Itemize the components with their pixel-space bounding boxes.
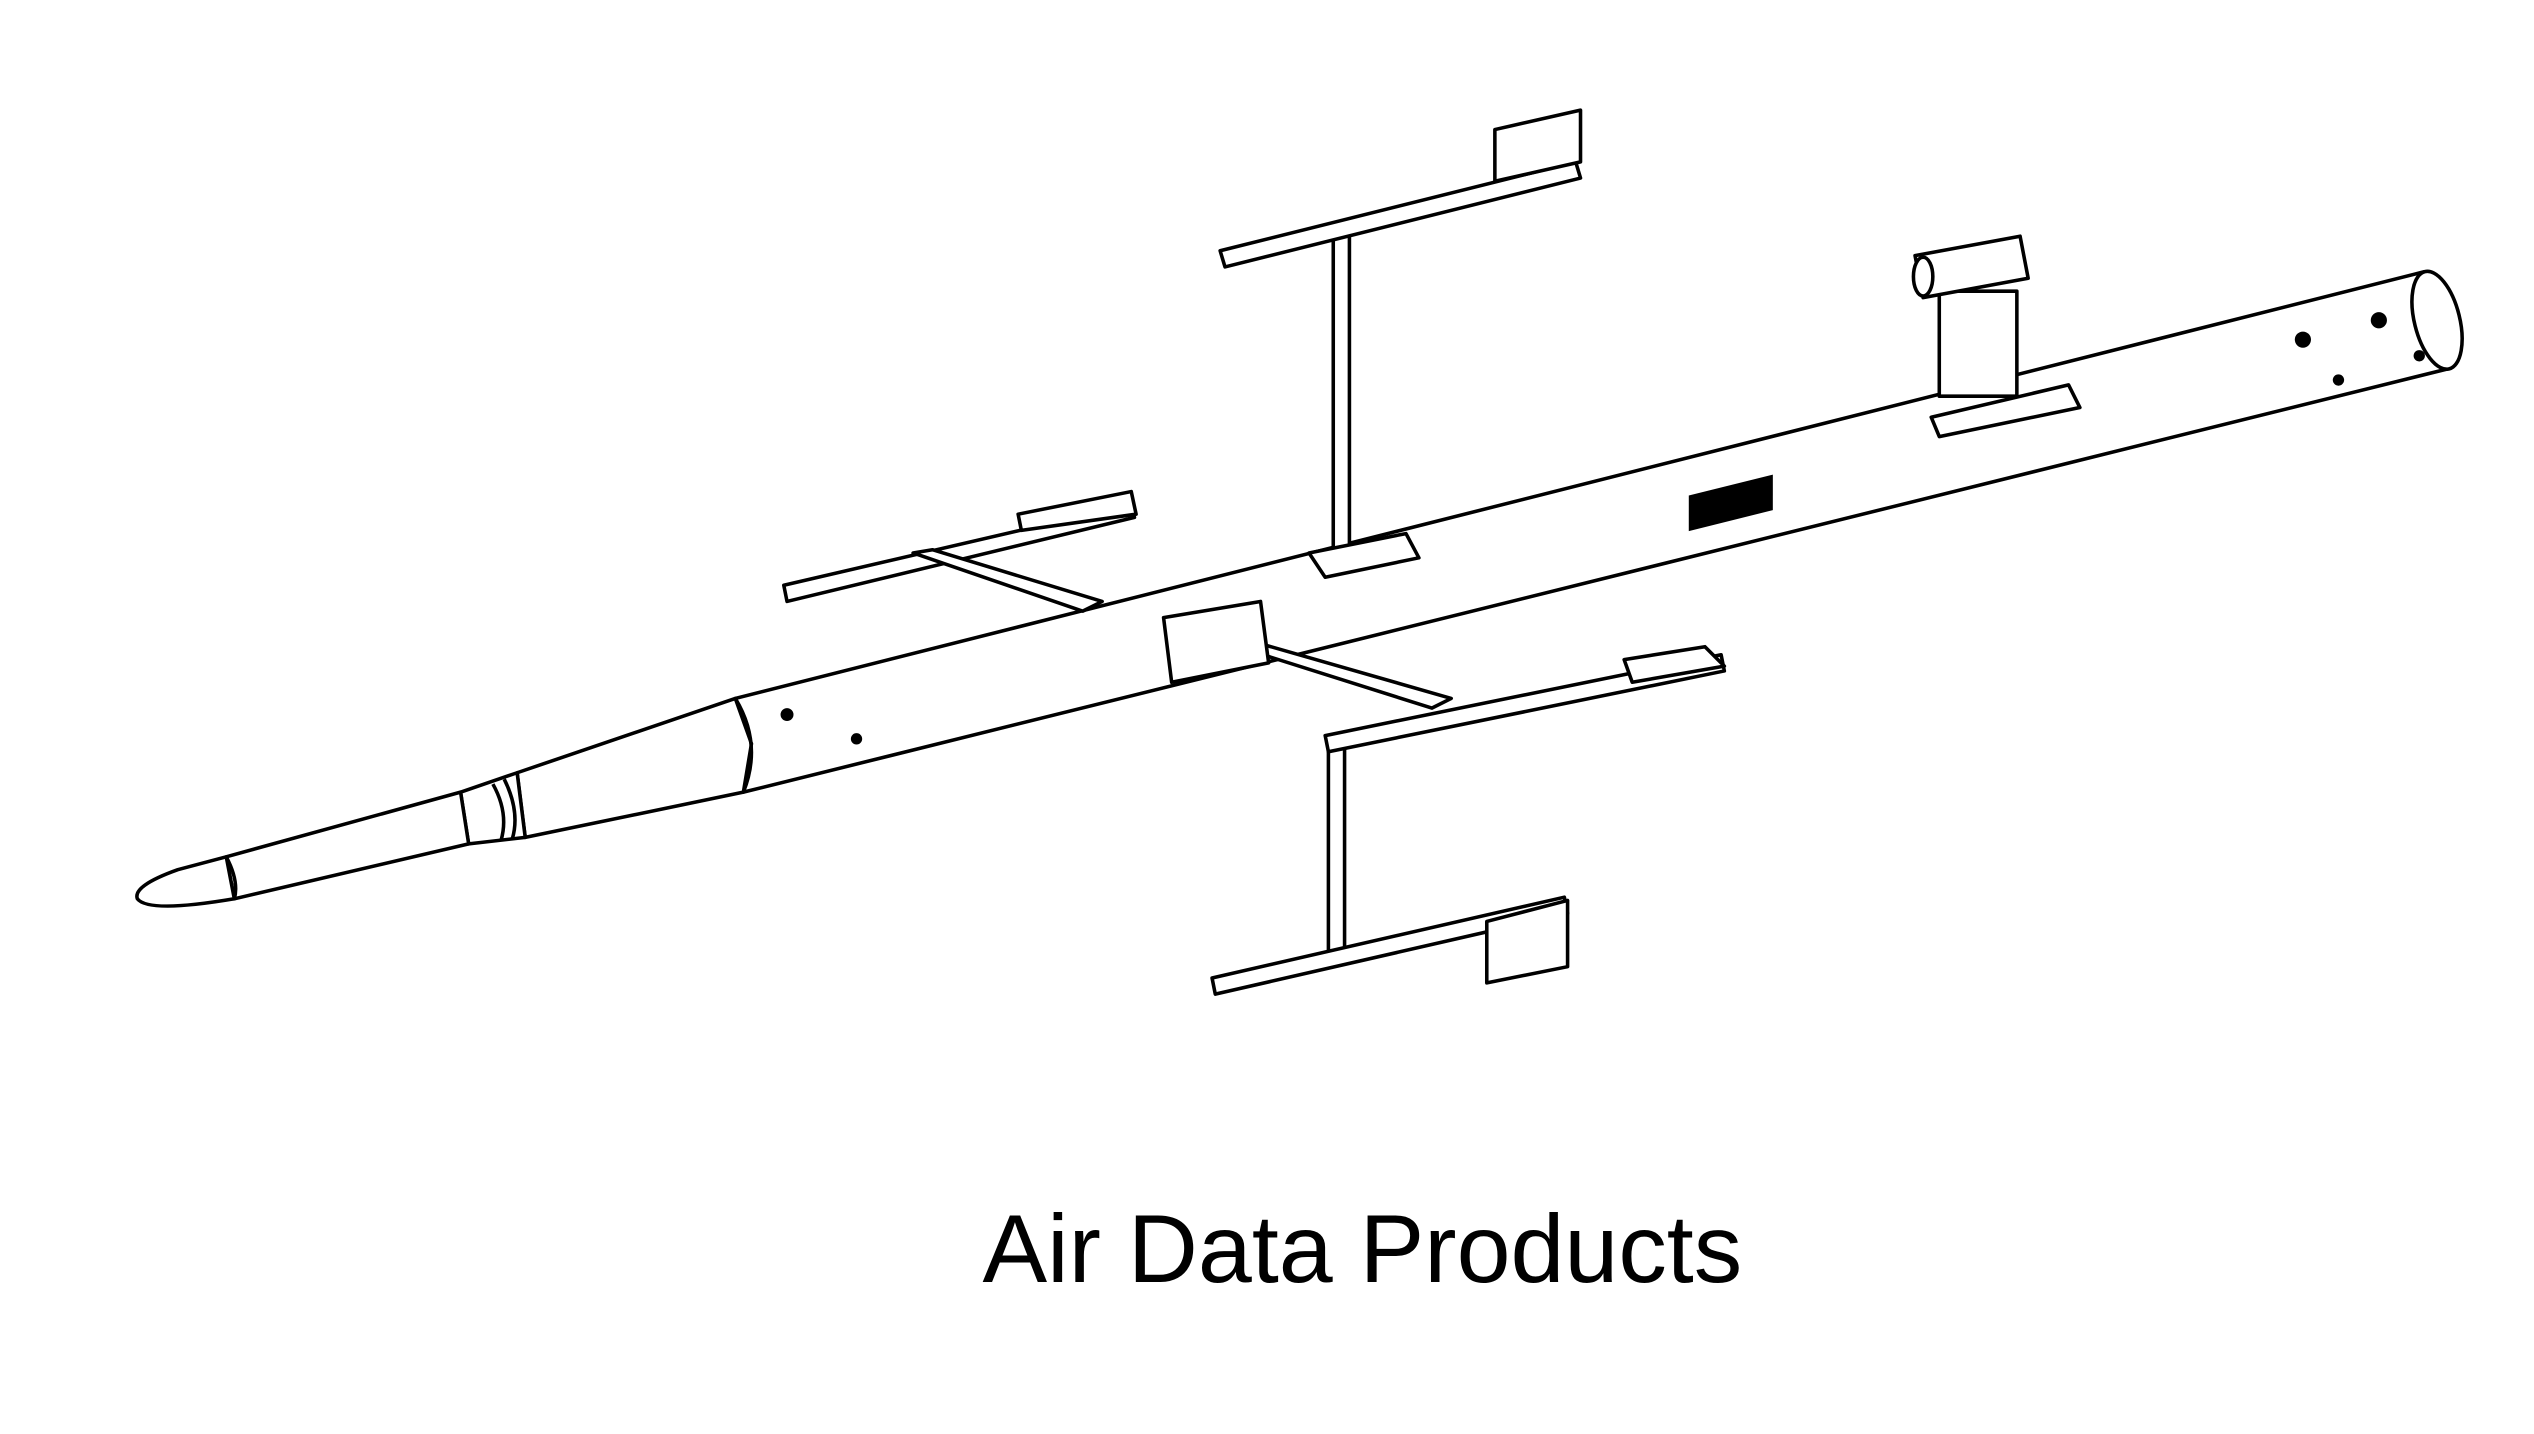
bottom-vane-assembly [1210, 733, 1570, 996]
tube-end [2410, 269, 2464, 371]
nose-tip [135, 855, 237, 908]
figure-caption: Air Data Products [982, 1194, 1742, 1303]
main-tube [733, 269, 2451, 794]
boom-body [135, 269, 2464, 908]
left-vane-assembly [782, 489, 1138, 613]
mounting-bracket [1911, 234, 2082, 439]
top-vane-assembly [1218, 108, 1583, 579]
right-vane-assembly [1161, 599, 1727, 754]
slim-section [224, 790, 471, 901]
taper-cone [515, 696, 754, 840]
label-plate [1688, 474, 1773, 532]
